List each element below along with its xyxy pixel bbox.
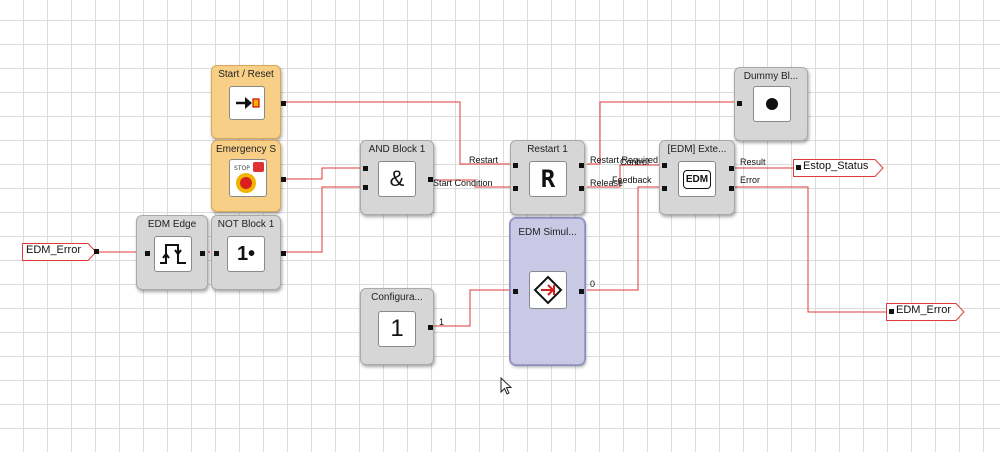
block-edm-external-out-port-result[interactable] — [729, 166, 734, 171]
block-restart-in-label-restart: Restart — [469, 155, 499, 165]
block-not-out-port[interactable] — [281, 251, 286, 256]
block-restart-title: Restart 1 — [527, 144, 568, 155]
block-and-out-port[interactable] — [428, 177, 433, 182]
block-edm-edge-in-port[interactable] — [145, 251, 150, 256]
edm-icon-text: EDM — [682, 169, 712, 189]
restart-icon-text: R — [540, 165, 556, 193]
tag-edm-error-input-port[interactable] — [94, 249, 99, 254]
block-restart-in-port-restart[interactable] — [513, 163, 518, 168]
tag-edm-error-output-label: EDM_Error — [896, 304, 952, 316]
block-dummy[interactable]: Dummy Bl... — [734, 67, 808, 141]
block-restart[interactable]: Restart 1 R — [510, 140, 585, 215]
mouse-cursor-icon — [500, 377, 513, 395]
block-edm-simulation-out-label: 0 — [590, 279, 596, 289]
block-edm-external-in-label-control: Control — [620, 157, 650, 167]
dot-icon — [753, 86, 791, 122]
block-edm-simulation[interactable]: EDM Simul... — [509, 217, 586, 366]
tag-estop-status-label: Estop_Status — [803, 160, 869, 172]
block-configuration-out-label: 1 — [439, 317, 445, 327]
block-edm-simulation-title: EDM Simul... — [518, 227, 577, 238]
block-start-reset-out-port[interactable] — [281, 101, 286, 106]
block-not[interactable]: NOT Block 1 1• — [211, 215, 286, 290]
block-restart-out-port-restart-required[interactable] — [579, 163, 584, 168]
block-edm-external-out-port-error[interactable] — [729, 186, 734, 191]
svg-text:STOP: STOP — [234, 165, 250, 172]
block-restart-in-port-start-condition[interactable] — [513, 186, 518, 191]
emergency-stop-icon: STOP — [229, 159, 267, 197]
and-gate-icon: & — [378, 161, 416, 197]
tag-edm-error-input[interactable]: EDM_Error — [22, 243, 100, 261]
block-edm-external-out-label-result: Result — [740, 157, 766, 167]
block-start-reset[interactable]: Start / Reset — [211, 65, 286, 139]
wire-not-to-and — [283, 186, 362, 253]
block-edm-edge[interactable]: EDM Edge — [136, 215, 208, 290]
tag-estop-status-output[interactable]: Estop_Status — [793, 159, 885, 177]
block-edm-external-in-port-feedback[interactable] — [662, 186, 667, 191]
block-configuration-title: Configura... — [371, 292, 423, 303]
block-edm-external-in-label-feedback: Feedback — [612, 175, 652, 185]
block-not-title: NOT Block 1 — [217, 219, 275, 230]
block-and-in-port-2[interactable] — [363, 185, 368, 190]
block-emergency-stop-out-port[interactable] — [281, 177, 286, 182]
block-configuration-out-port[interactable] — [428, 325, 433, 330]
block-and-out-label: Start Condition — [433, 178, 493, 188]
edge-detect-icon — [154, 236, 192, 272]
block-and-in-port-1[interactable] — [363, 166, 368, 171]
block-restart-out-port-release[interactable] — [579, 186, 584, 191]
constant-icon-text: 1 — [390, 315, 404, 342]
wire-edm-error-to-tag — [735, 186, 888, 313]
block-and[interactable]: AND Block 1 & — [360, 140, 434, 215]
block-edm-external-title: [EDM] Exte... — [667, 144, 727, 155]
restart-icon: R — [529, 161, 567, 197]
and-gate-icon-text: & — [389, 166, 405, 191]
block-not-in-port[interactable] — [214, 251, 219, 256]
not-gate-icon-text: 1• — [236, 242, 256, 265]
block-edm-simulation-in-port[interactable] — [513, 289, 518, 294]
constant-icon: 1 — [378, 311, 416, 347]
simulation-icon — [529, 271, 567, 309]
block-edm-simulation-out-port[interactable] — [579, 289, 584, 294]
edm-icon: EDM — [678, 161, 716, 197]
wire-config-to-sim — [434, 289, 512, 327]
tag-edm-error-output-port[interactable] — [889, 309, 894, 314]
tag-edm-error-output[interactable]: EDM_Error — [886, 303, 966, 321]
start-reset-icon — [229, 86, 265, 120]
block-dummy-in-port[interactable] — [737, 101, 742, 106]
block-dummy-title: Dummy Bl... — [743, 71, 799, 82]
block-configuration[interactable]: Configura... 1 — [360, 288, 434, 365]
block-edm-edge-title: EDM Edge — [147, 219, 197, 230]
block-emergency-stop[interactable]: Emergency S STOP — [211, 140, 286, 212]
block-emergency-stop-title: Emergency S — [215, 144, 277, 155]
tag-estop-status-port[interactable] — [796, 165, 801, 170]
block-start-reset-title: Start / Reset — [218, 69, 274, 80]
block-edm-external-in-port-control[interactable] — [662, 163, 667, 168]
block-and-title: AND Block 1 — [368, 144, 426, 155]
tag-edm-error-input-label: EDM_Error — [26, 244, 82, 256]
block-edm-external[interactable]: [EDM] Exte... EDM — [659, 140, 735, 215]
block-edm-edge-out-port[interactable] — [200, 251, 205, 256]
wire-sim-to-edm-feedback — [587, 186, 661, 291]
wire-estop-to-and — [283, 167, 362, 180]
block-edm-external-out-label-error: Error — [740, 175, 760, 185]
not-gate-icon: 1• — [227, 236, 265, 272]
